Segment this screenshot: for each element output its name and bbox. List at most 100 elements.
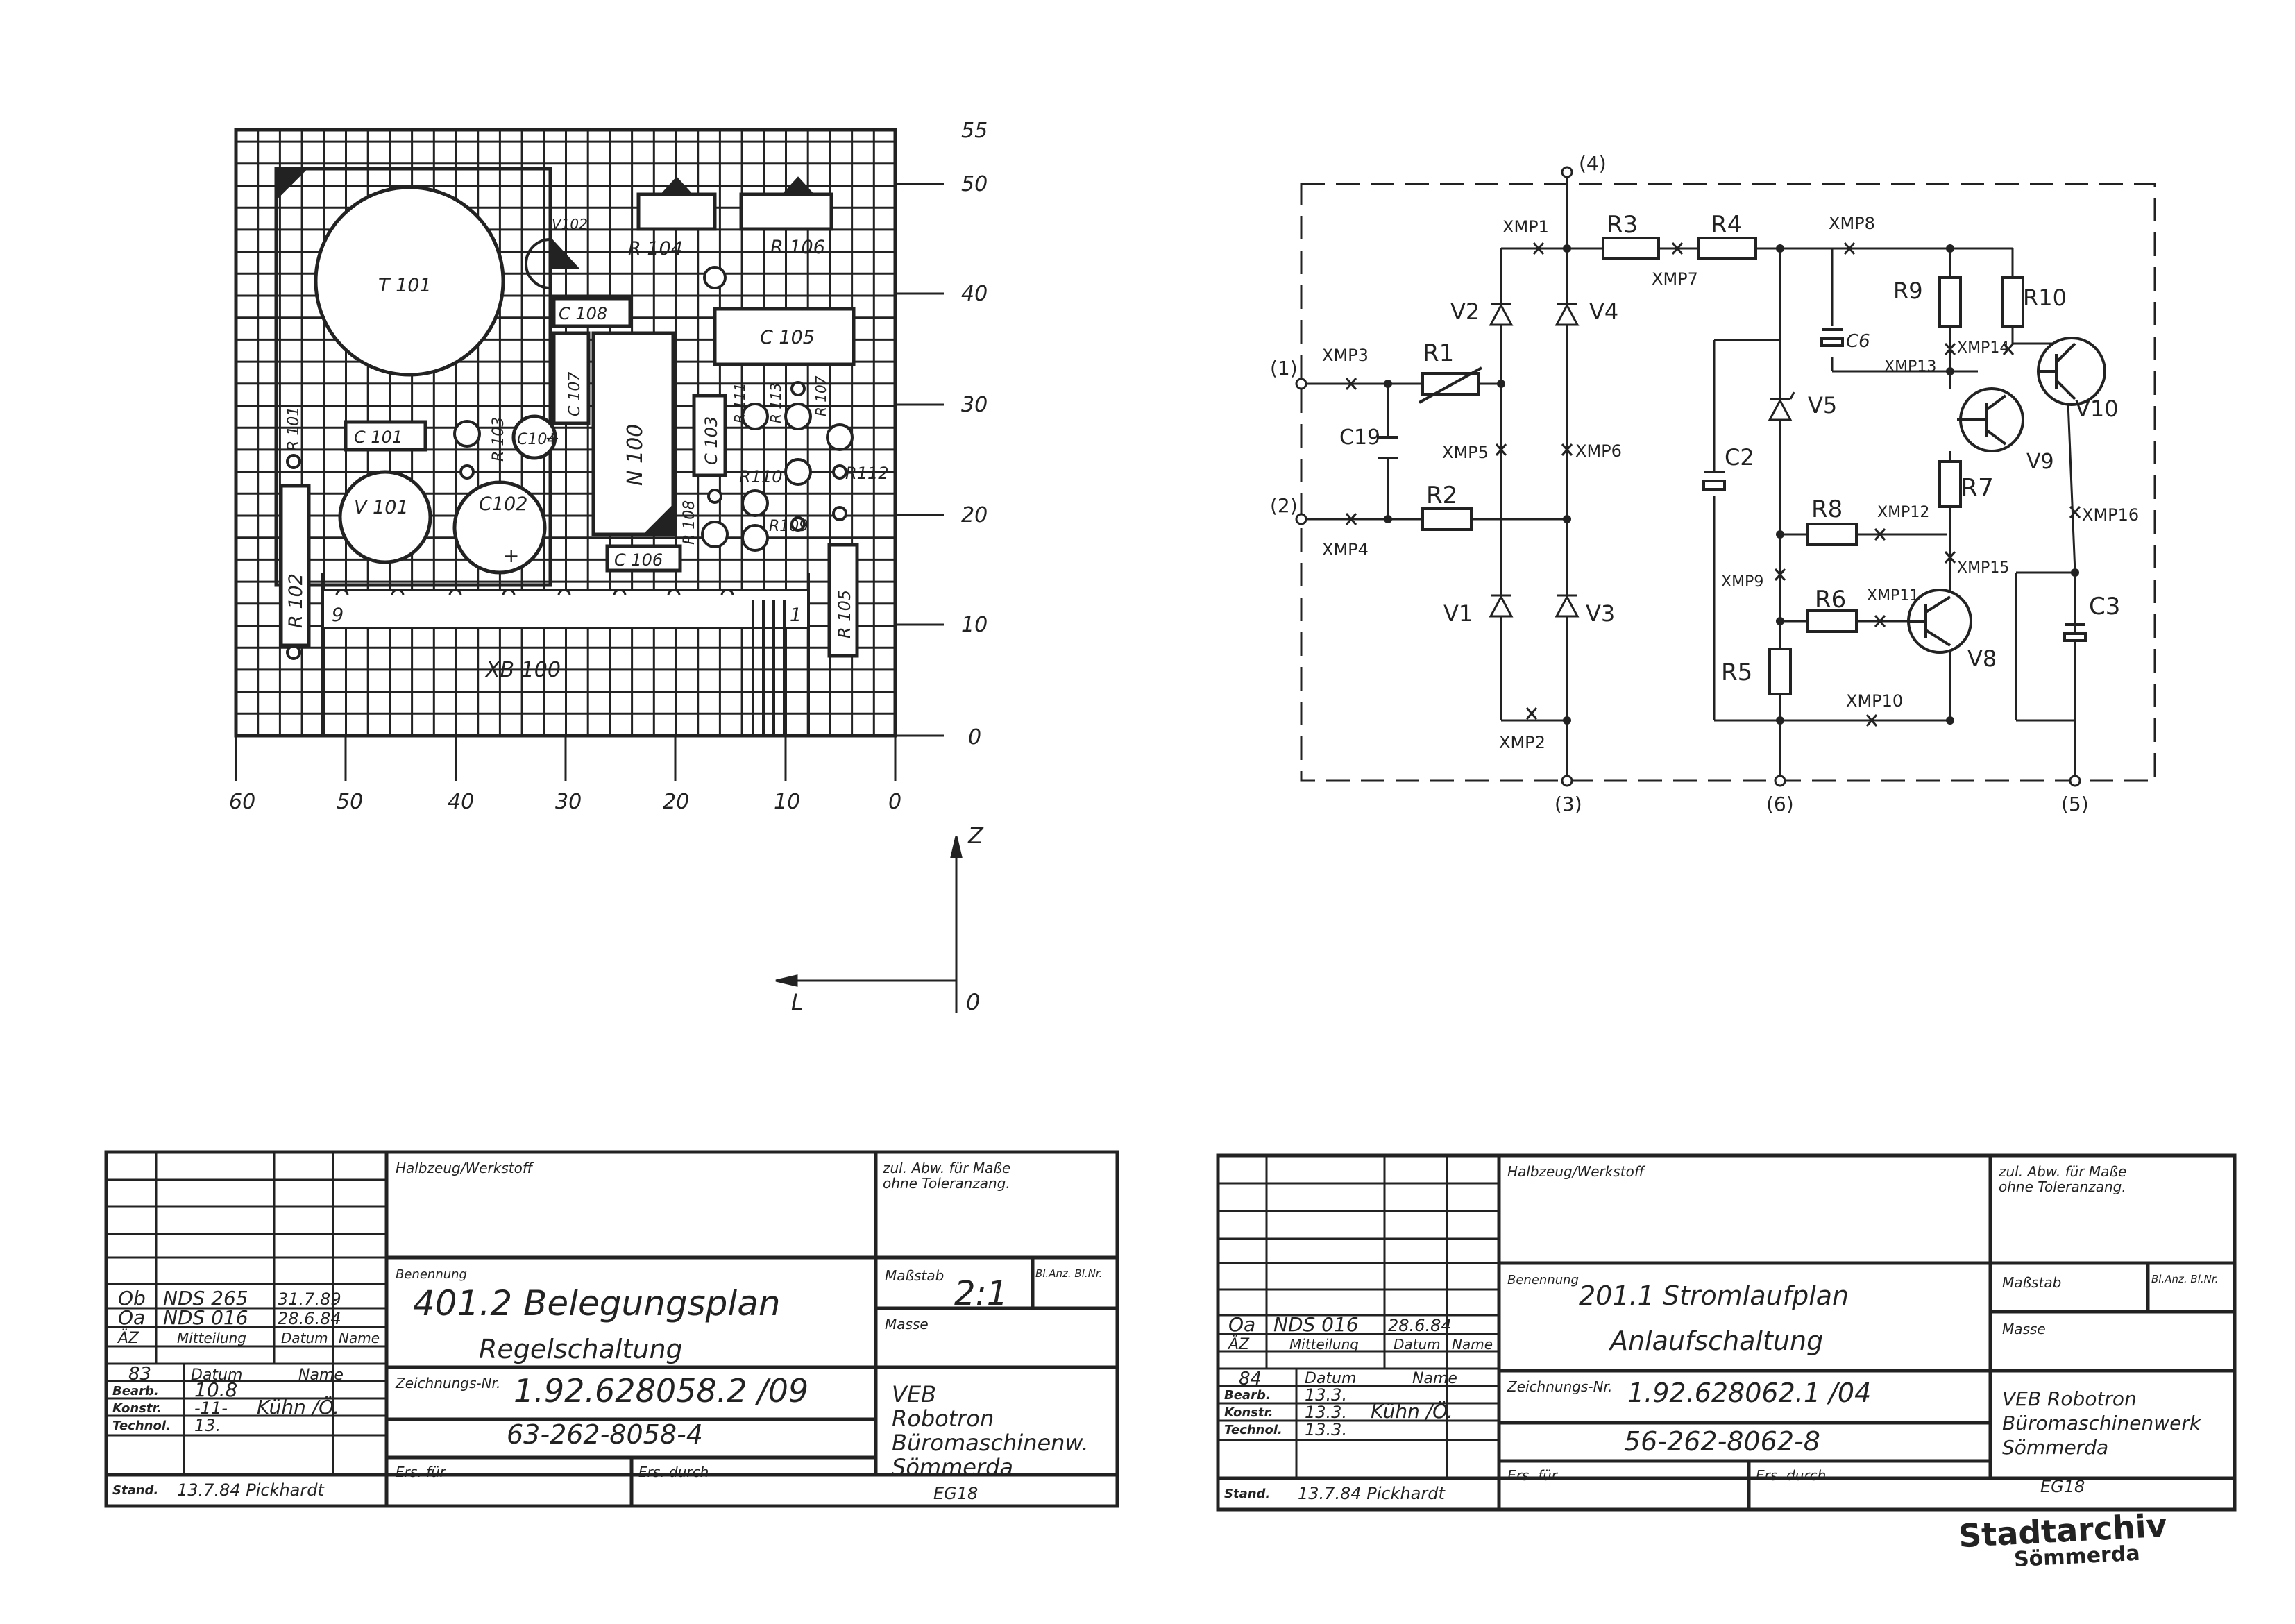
z-tick-55: 55 bbox=[961, 119, 988, 143]
pads bbox=[286, 266, 854, 660]
label-xmp3: XMP3 bbox=[1322, 346, 1369, 365]
l-tick-60: 60 bbox=[229, 790, 255, 814]
node-1: (1) bbox=[1270, 357, 1298, 380]
label-r5: R5 bbox=[1721, 659, 1752, 686]
right-rev-a-doc: NDS 016 bbox=[1273, 1313, 1359, 1336]
title-block-right: Halbzeug/Werkstoff zul. Abw. für Maße oh… bbox=[1216, 1153, 2237, 1512]
right-benennung2: Anlaufschaltung bbox=[1608, 1326, 1823, 1356]
left-rev-b-code: Ob bbox=[118, 1287, 146, 1310]
right-konstr-date: 13.3. bbox=[1305, 1403, 1347, 1422]
label-v9: V9 bbox=[2026, 450, 2054, 474]
left-masse: Masse bbox=[885, 1316, 929, 1333]
top-tick-lines bbox=[895, 183, 944, 737]
left-year: 83 bbox=[128, 1364, 151, 1385]
right-org3: Sömmerda bbox=[2002, 1436, 2108, 1459]
r106-mark bbox=[780, 176, 816, 196]
label-v102: V102 bbox=[552, 216, 588, 232]
right-org4: EG18 bbox=[2040, 1477, 2085, 1496]
left-org4: Sömmerda bbox=[892, 1454, 1013, 1480]
label-r4: R4 bbox=[1711, 211, 1742, 239]
c105-body bbox=[713, 307, 856, 366]
left-org1: VEB bbox=[892, 1381, 936, 1407]
left-konstr-date: -11- bbox=[194, 1398, 228, 1418]
left-konstr: Konstr. bbox=[112, 1401, 162, 1416]
left-massstab-label: Maßstab bbox=[885, 1267, 944, 1284]
label-r3: R3 bbox=[1607, 211, 1638, 239]
c102-plus: + bbox=[503, 544, 519, 567]
left-technol: Technol. bbox=[112, 1419, 171, 1433]
right-technol: Technol. bbox=[1224, 1423, 1282, 1437]
label-v1: V1 bbox=[1443, 600, 1473, 627]
label-xmp6: XMP6 bbox=[1575, 441, 1622, 461]
left-datum-h: Datum bbox=[191, 1367, 242, 1384]
label-r107: R 107 bbox=[813, 375, 829, 416]
n100-body bbox=[591, 331, 675, 536]
label-c108: C 108 bbox=[559, 304, 607, 323]
right-datum: Datum bbox=[1394, 1336, 1441, 1353]
right-zul: zul. Abw. für Maße bbox=[1998, 1163, 2126, 1180]
label-v101: V 101 bbox=[354, 497, 409, 518]
title-block-left: Halbzeug/Werkstoff zul. Abw. für Maße oh… bbox=[104, 1150, 1119, 1508]
right-masse: Masse bbox=[2002, 1321, 2046, 1337]
z-tick-40: 40 bbox=[961, 282, 988, 306]
right-massstab-label: Maßstab bbox=[2002, 1274, 2061, 1291]
z-tick-10: 10 bbox=[961, 613, 988, 637]
node-2: (2) bbox=[1270, 494, 1298, 517]
terminals bbox=[1295, 166, 2081, 787]
label-xmp8: XMP8 bbox=[1829, 214, 1875, 233]
left-az: ÄZ bbox=[117, 1329, 139, 1347]
label-r8: R8 bbox=[1811, 496, 1843, 523]
left-ers-fuer: Ers. für bbox=[396, 1464, 447, 1480]
left-konstr-name: Kühn /Ö. bbox=[257, 1395, 339, 1419]
label-c102: C102 bbox=[479, 493, 527, 515]
right-zeichnung: 1.92.628062.1 /04 bbox=[1627, 1378, 1871, 1408]
left-rev-a-code: Oa bbox=[118, 1306, 145, 1329]
left-datum: Datum bbox=[281, 1330, 328, 1346]
label-r111: R 111 bbox=[731, 383, 748, 423]
diodes bbox=[1489, 303, 1795, 618]
label-r103: R 103 bbox=[490, 417, 507, 462]
left-name: Name bbox=[339, 1330, 380, 1346]
l-tick-40: 40 bbox=[448, 790, 474, 814]
l-tick-20: 20 bbox=[663, 790, 689, 814]
label-xmp14: XMP14 bbox=[1957, 339, 2009, 357]
label-v4: V4 bbox=[1589, 298, 1618, 325]
transistors bbox=[1907, 337, 2106, 654]
node-6: (6) bbox=[1766, 793, 1794, 815]
label-c106: C 106 bbox=[614, 550, 663, 570]
label-xmp9: XMP9 bbox=[1721, 573, 1763, 591]
left-org2: Robotron bbox=[892, 1405, 994, 1432]
right-stand-value: 13.7.84 Pickhardt bbox=[1298, 1484, 1446, 1503]
label-pin1: 1 bbox=[790, 604, 802, 626]
r104-body bbox=[636, 192, 717, 231]
test-points bbox=[1345, 242, 2081, 727]
archive-stamp: Stadtarchiv Sömmerda bbox=[1958, 1507, 2168, 1573]
right-zul2: ohne Toleranzang. bbox=[1999, 1178, 2126, 1195]
z-tick-50: 50 bbox=[961, 172, 988, 196]
r102-body bbox=[279, 484, 311, 648]
label-v5: V5 bbox=[1808, 392, 1837, 418]
left-halbzeug: Halbzeug/Werkstoff bbox=[396, 1160, 534, 1176]
left-mitteilung: Mitteilung bbox=[177, 1330, 246, 1346]
z-tick-0: 0 bbox=[968, 725, 981, 750]
label-xmp1: XMP1 bbox=[1502, 217, 1549, 237]
right-halbzeug: Halbzeug/Werkstoff bbox=[1507, 1163, 1646, 1180]
c108-body bbox=[552, 296, 632, 328]
label-xmp12: XMP12 bbox=[1877, 504, 1929, 521]
label-v8: V8 bbox=[1967, 645, 1997, 672]
label-r101: R 101 bbox=[285, 407, 303, 451]
left-benennung-label: Benennung bbox=[396, 1267, 467, 1282]
left-org3: Büromaschinenw. bbox=[892, 1430, 1089, 1456]
node-4: (4) bbox=[1579, 152, 1607, 175]
r104-mark bbox=[659, 176, 695, 196]
label-r104: R 104 bbox=[628, 238, 683, 260]
label-xmp15: XMP15 bbox=[1957, 559, 2009, 577]
label-t101: T 101 bbox=[378, 275, 432, 296]
right-benennung-label: Benennung bbox=[1507, 1273, 1579, 1287]
c107-body bbox=[552, 331, 591, 425]
junctions bbox=[1384, 244, 2079, 725]
left-zul: zul. Abw. für Maße bbox=[882, 1160, 1010, 1176]
c101-body bbox=[344, 420, 427, 452]
label-c3: C3 bbox=[2089, 593, 2120, 620]
